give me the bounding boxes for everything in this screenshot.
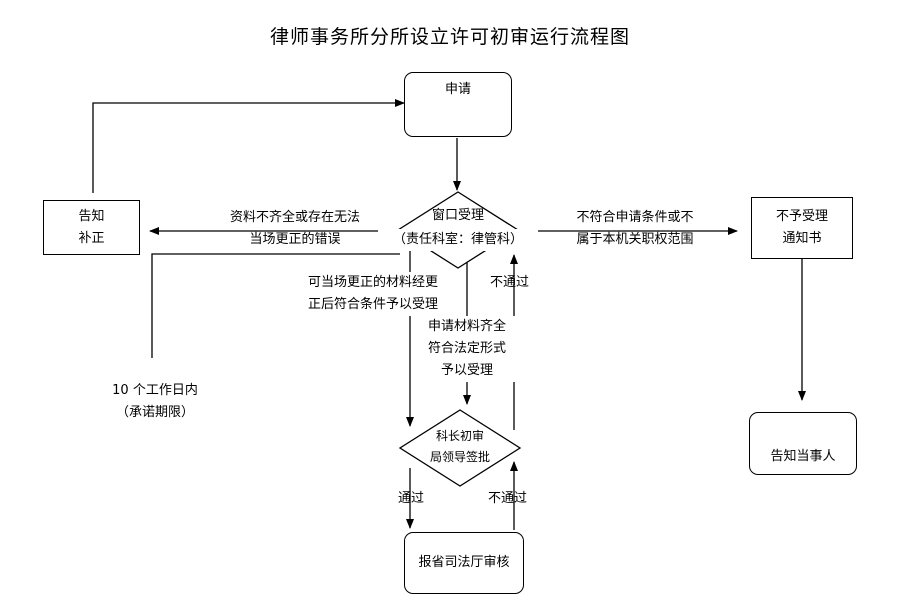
label-incomplete: 资料不齐全或存在无法 当场更正的错误 bbox=[205, 207, 385, 251]
node-notify-correct: 告知 补正 bbox=[43, 200, 140, 255]
label-correctable-line1: 可当场更正的材料经更 bbox=[308, 275, 439, 290]
node-provincial-review-label: 报省司法厅审核 bbox=[418, 555, 510, 570]
label-complete-line3: 予以受理 bbox=[440, 363, 493, 378]
label-deadline: 10 个工作日内 （承诺期限） bbox=[95, 380, 215, 424]
node-review-line1: 科长初审 bbox=[435, 429, 484, 443]
label-complete: 申请材料齐全 符合法定形式 予以受理 bbox=[412, 316, 522, 382]
page-title: 律师事务所分所设立许可初审运行流程图 bbox=[269, 26, 630, 48]
node-reject-notice-line2: 通知书 bbox=[782, 231, 822, 246]
node-window-accept-line2: （责任科室：律管科） bbox=[378, 229, 538, 251]
node-notify-correct-line1: 告知 bbox=[78, 208, 105, 224]
node-window-accept-line1: 窗口受理 bbox=[431, 208, 484, 223]
label-complete-line2: 符合法定形式 bbox=[427, 341, 506, 356]
node-review-line2: 局领导签批 bbox=[429, 450, 490, 464]
node-provincial-review: 报省司法厅审核 bbox=[404, 532, 524, 594]
edge-deadline-line bbox=[151, 253, 400, 358]
node-inform-party: 告知当事人 bbox=[749, 412, 857, 475]
node-reject-notice: 不予受理 通知书 bbox=[751, 197, 853, 259]
node-inform-party-label: 告知当事人 bbox=[770, 449, 836, 464]
node-apply-label: 申请 bbox=[444, 82, 471, 97]
label-not-eligible-line2: 属于本机关职权范围 bbox=[576, 232, 694, 247]
label-not-eligible-line1: 不符合申请条件或不 bbox=[576, 210, 694, 225]
label-not-pass-down: 不通过 bbox=[488, 491, 528, 506]
decision-review bbox=[398, 409, 522, 487]
node-reject-notice-line1: 不予受理 bbox=[775, 209, 828, 224]
node-notify-correct-line2: 补正 bbox=[78, 230, 105, 246]
label-incomplete-line1: 资料不齐全或存在无法 bbox=[229, 210, 360, 225]
node-apply: 申请 bbox=[404, 72, 512, 137]
label-complete-line1: 申请材料齐全 bbox=[427, 319, 506, 334]
label-correctable-line2: 正后符合条件予以受理 bbox=[308, 297, 439, 312]
label-deadline-line1: 10 个工作日内 bbox=[112, 383, 198, 398]
label-pass: 通过 bbox=[398, 491, 425, 506]
label-not-eligible: 不符合申请条件或不 属于本机关职权范围 bbox=[550, 207, 720, 251]
label-deadline-line2: （承诺期限） bbox=[115, 405, 194, 420]
label-not-pass-up: 不通过 bbox=[490, 275, 530, 290]
label-correctable: 可当场更正的材料经更 正后符合条件予以受理 bbox=[308, 272, 439, 316]
label-incomplete-line2: 当场更正的错误 bbox=[249, 232, 341, 247]
edge-correct-to-apply bbox=[92, 99, 405, 193]
